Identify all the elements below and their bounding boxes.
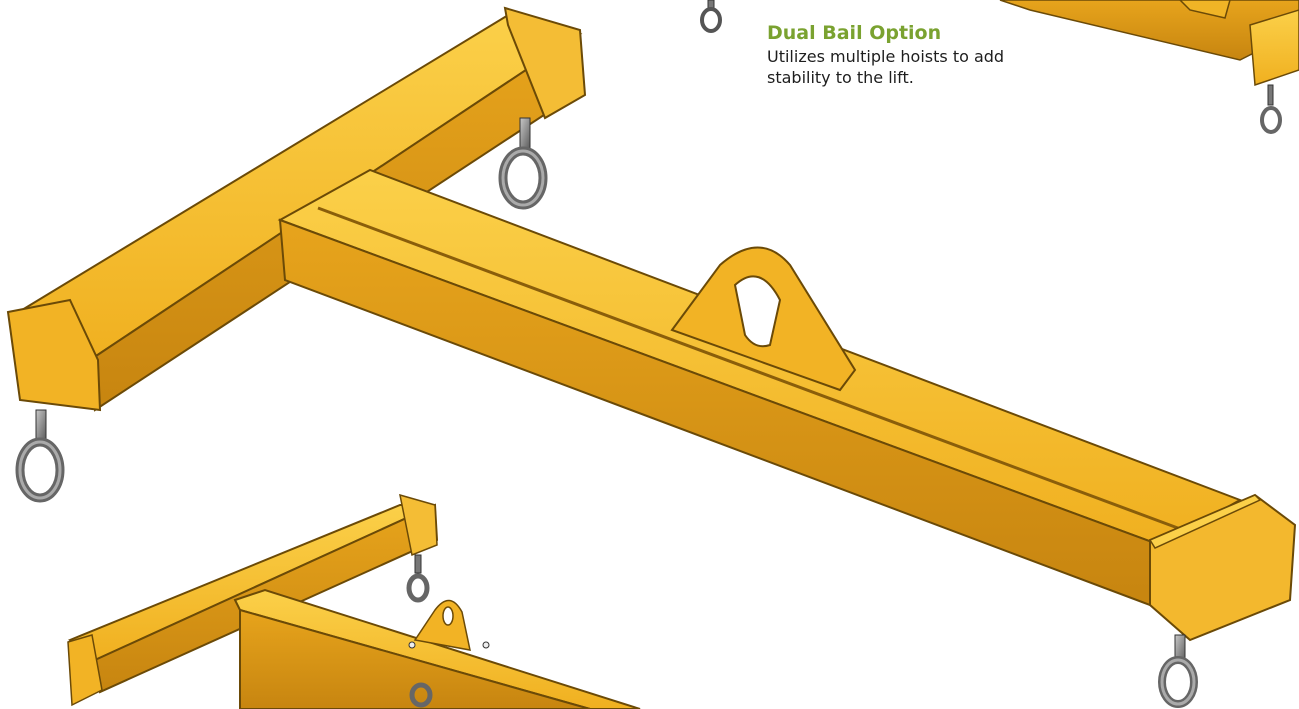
partial-beam-top-right [999,0,1299,134]
hook-top-center-icon [700,0,722,33]
lifting-bail-large-icon [670,246,857,392]
small-beam-assembly [67,493,641,709]
hook-small-upper-icon [406,554,430,603]
hook-small-lower-icon [409,682,433,708]
hook-main-right-icon [1158,634,1198,708]
main-beam-large [277,168,1297,642]
dual-bail-caption: Dual Bail Option Utilizes multiple hoist… [767,22,1067,88]
caption-title: Dual Bail Option [767,22,942,44]
hook-large-middle-icon [498,117,548,210]
caption-body: Utilizes multiple hoists to add stabilit… [767,47,1005,87]
hook-large-left-icon [15,409,65,503]
